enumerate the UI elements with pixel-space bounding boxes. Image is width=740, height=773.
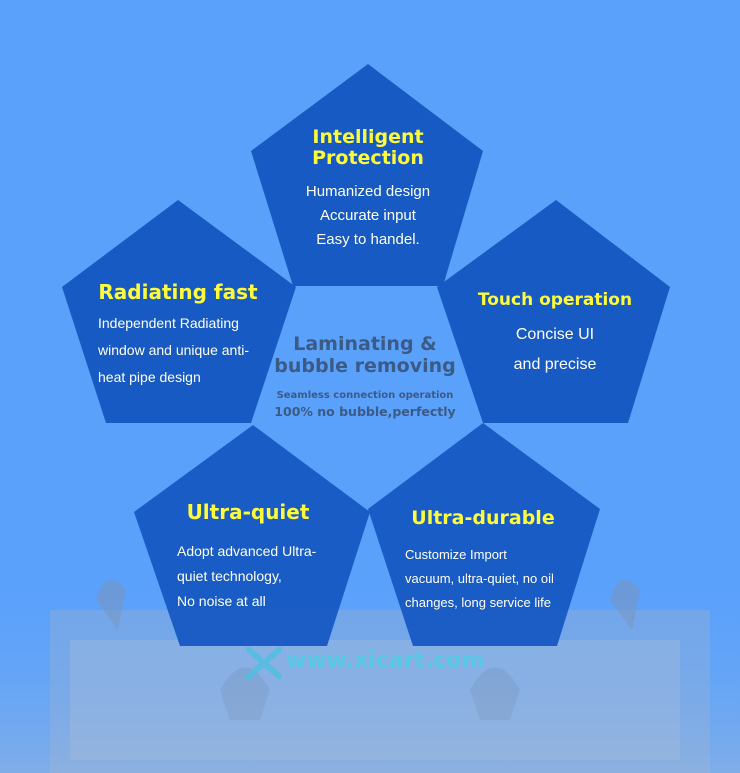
intelligent-description: Humanized design Accurate input Easy to … <box>305 183 431 248</box>
xicart-logo-icon <box>246 647 282 679</box>
radiating-title: Radiating fast <box>98 280 258 304</box>
quiet-description: Adopt advanced Ultra- quiet technology, … <box>177 543 317 609</box>
pentagon-touch <box>437 200 670 423</box>
center-title: Laminating & bubble removing <box>274 333 456 377</box>
touch-title: Touch operation <box>477 290 633 310</box>
watermark-url: www.xicart.com <box>286 648 485 673</box>
durable-description: Customize Import vacuum, ultra-quiet, no… <box>405 547 554 610</box>
center-subtitle-2: 100% no bubble,perfectly <box>274 404 456 419</box>
pentagon-quiet <box>134 425 370 646</box>
intelligent-title: Intelligent Protection <box>312 126 424 169</box>
pentagon-intelligent <box>251 64 483 286</box>
durable-title: Ultra-durable <box>411 507 555 529</box>
pentagon-radiating <box>62 200 296 423</box>
pentagon-durable <box>368 423 600 646</box>
center-subtitle-1: Seamless connection operation <box>276 390 454 401</box>
radiating-description: Independent Radiating window and unique … <box>98 315 249 385</box>
touch-description: Concise UI and precise <box>513 326 597 373</box>
quiet-title: Ultra-quiet <box>186 500 310 524</box>
